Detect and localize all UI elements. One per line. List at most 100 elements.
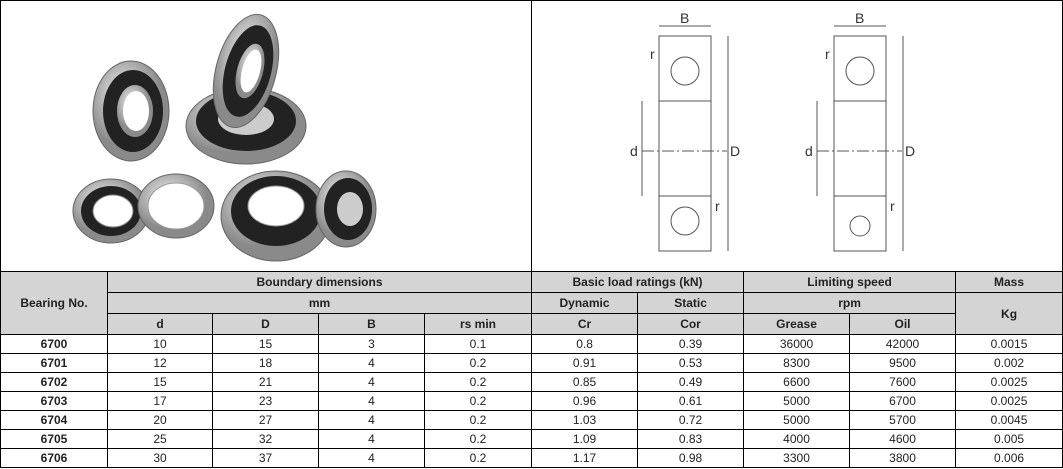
bearing-6 xyxy=(220,170,332,262)
header-grease: Grease xyxy=(743,313,851,335)
bearing-specs-table: Bearing No. Boundary dimensions Basic lo… xyxy=(0,271,1063,468)
bearing-5 xyxy=(137,173,215,239)
cell-D: 21 xyxy=(212,372,319,392)
cell-cr: 1.03 xyxy=(531,410,639,430)
bearings-image xyxy=(72,13,377,262)
label-B: B xyxy=(680,10,689,26)
label-r: r xyxy=(650,46,655,62)
cell-rs-min: 0.2 xyxy=(423,372,533,392)
cell-rs-min: 0.2 xyxy=(423,391,533,411)
cell-bearing-no: 6705 xyxy=(0,429,108,449)
cell-d: 20 xyxy=(107,410,213,430)
cell-D: 27 xyxy=(212,410,319,430)
label-D: D xyxy=(730,143,740,159)
cell-bearing-no: 6706 xyxy=(0,448,108,468)
header-d: d xyxy=(107,313,213,335)
cell-oil: 9500 xyxy=(849,353,957,373)
label-r: r xyxy=(825,46,830,62)
label-r: r xyxy=(715,198,720,214)
cell-cor: 0.53 xyxy=(637,353,745,373)
cell-mass: 0.002 xyxy=(955,353,1063,373)
label-B: B xyxy=(855,10,864,26)
cell-grease: 36000 xyxy=(743,334,851,354)
header-static: Static xyxy=(637,292,745,314)
cell-bearing-no: 6701 xyxy=(0,353,108,373)
cell-oil: 6700 xyxy=(849,391,957,411)
cell-mass: 0.006 xyxy=(955,448,1063,468)
cell-B: 4 xyxy=(318,429,425,449)
cell-cr: 1.17 xyxy=(531,448,639,468)
header-cor: Cor xyxy=(637,313,745,335)
label-d: d xyxy=(805,143,813,159)
header-dynamic: Dynamic xyxy=(531,292,639,314)
cell-mass: 0.005 xyxy=(955,429,1063,449)
header-B: B xyxy=(318,313,425,335)
header-cr: Cr xyxy=(531,313,639,335)
cell-rs-min: 0.2 xyxy=(423,353,533,373)
cell-B: 4 xyxy=(318,372,425,392)
cell-cr: 0.8 xyxy=(531,334,639,354)
cell-bearing-no: 6703 xyxy=(0,391,108,411)
cell-d: 30 xyxy=(107,448,213,468)
cell-d: 10 xyxy=(107,334,213,354)
cell-D: 37 xyxy=(212,448,319,468)
cell-d: 12 xyxy=(107,353,213,373)
cell-mass: 0.0015 xyxy=(955,334,1063,354)
bearing-4 xyxy=(72,178,150,244)
cell-B: 3 xyxy=(318,334,425,354)
cell-D: 23 xyxy=(212,391,319,411)
header-kg: Kg xyxy=(955,292,1063,335)
bearing-diagram: B r r d D B r r d D xyxy=(630,10,915,252)
cell-d: 15 xyxy=(107,372,213,392)
cell-cr: 1.09 xyxy=(531,429,639,449)
bearing-3 xyxy=(212,13,280,129)
cell-grease: 8300 xyxy=(743,353,851,373)
cell-cr: 0.85 xyxy=(531,372,639,392)
cell-cr: 0.91 xyxy=(531,353,639,373)
cell-B: 4 xyxy=(318,448,425,468)
cell-oil: 5700 xyxy=(849,410,957,430)
header-load: Basic load ratings (kN) xyxy=(531,271,745,293)
cell-rs-min: 0.2 xyxy=(423,429,533,449)
cell-rs-min: 0.2 xyxy=(423,410,533,430)
label-r: r xyxy=(890,198,895,214)
cell-D: 15 xyxy=(212,334,319,354)
label-d: d xyxy=(630,143,638,159)
bearing-7 xyxy=(315,170,377,248)
top-panel: B r r d D B r r d D xyxy=(0,0,1063,272)
cell-B: 4 xyxy=(318,410,425,430)
cell-mass: 0.0045 xyxy=(955,410,1063,430)
cell-D: 32 xyxy=(212,429,319,449)
bearings-photo xyxy=(1,1,532,272)
cell-oil: 7600 xyxy=(849,372,957,392)
cell-grease: 6600 xyxy=(743,372,851,392)
header-boundary: Boundary dimensions xyxy=(106,271,533,293)
cell-mass: 0.0025 xyxy=(955,391,1063,411)
cross-section-drawings: B r r d D B r r d D xyxy=(532,1,1063,272)
header-rs-min: rs min xyxy=(423,313,533,335)
cell-B: 4 xyxy=(318,391,425,411)
header-mm: mm xyxy=(106,292,533,314)
cell-rs-min: 0.2 xyxy=(423,448,533,468)
cell-D: 18 xyxy=(212,353,319,373)
cell-B: 4 xyxy=(318,353,425,373)
header-speed: Limiting speed xyxy=(743,271,957,293)
cell-cor: 0.83 xyxy=(637,429,745,449)
cell-bearing-no: 6702 xyxy=(0,372,108,392)
cell-mass: 0.0025 xyxy=(955,372,1063,392)
cell-rs-min: 0.1 xyxy=(423,334,533,354)
cell-bearing-no: 6700 xyxy=(0,334,108,354)
header-D: D xyxy=(212,313,319,335)
header-mass: Mass xyxy=(955,271,1063,293)
label-D: D xyxy=(905,143,915,159)
cell-oil: 3800 xyxy=(849,448,957,468)
cell-grease: 4000 xyxy=(743,429,851,449)
bearing-1 xyxy=(92,60,170,162)
cell-oil: 42000 xyxy=(849,334,957,354)
